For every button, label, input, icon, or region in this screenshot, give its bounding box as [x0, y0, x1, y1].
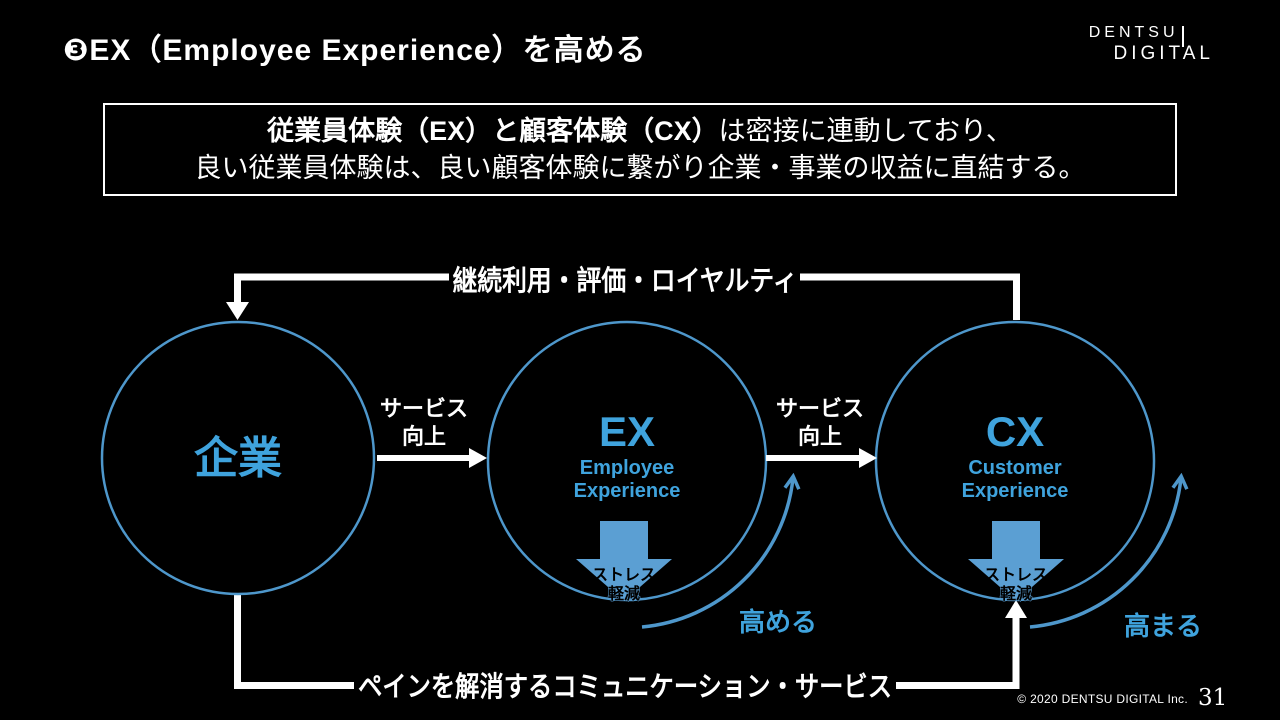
- cx-sub-line2: Experience: [962, 480, 1069, 502]
- ex-stress-line1: ストレス: [592, 567, 656, 584]
- cx-stress-down-arrow-icon: [968, 521, 1064, 601]
- top-loop-line-right: [800, 273, 1020, 320]
- bottom-loop-line-right: [896, 617, 1020, 689]
- key-message-box: 従業員体験（EX）と顧客体験（CX）は密接に連動しており、 良い従業員体験は、良…: [103, 103, 1177, 196]
- ex-raise-curved-arrow: [641, 472, 801, 629]
- ex-stress-down-arrow-icon: [576, 521, 672, 601]
- logo-text-digital: DIGITAL: [1113, 43, 1214, 64]
- cx-outcome-label: 高まる: [1124, 611, 1202, 641]
- ex-label: EX: [599, 408, 655, 455]
- service-label-right-line1: サービス: [776, 396, 864, 421]
- logo-text-dentsu: DENTSU: [1088, 24, 1179, 41]
- bottom-loop-line-left: [234, 594, 354, 689]
- cx-raise-curved-arrow: [1029, 472, 1189, 629]
- bottom-loop-arrowhead-icon: [1005, 600, 1027, 618]
- cx-stress-line2: 軽減: [1000, 584, 1032, 603]
- ex-sub-line2: Experience: [574, 480, 681, 502]
- key-message-line2: 良い従業員体験は、良い顧客体験に繋がり企業・事業の収益に直結する。: [194, 152, 1086, 183]
- key-message-line1-rest: は密接に連動しており、: [718, 115, 1013, 146]
- bottom-loop-label: ペインを解消するコミュニケーション・サービス: [358, 671, 892, 702]
- top-loop-arrowhead-icon: [226, 302, 249, 320]
- ex-outcome-label: 高める: [739, 607, 817, 637]
- footer-page-number: 31: [1198, 685, 1228, 711]
- service-arrow-left-head-icon: [469, 448, 487, 468]
- cx-sub-line1: Customer: [968, 457, 1062, 479]
- logo-bar-icon: [1181, 26, 1184, 47]
- company-label: 企業: [194, 434, 282, 483]
- cx-label: CX: [986, 408, 1044, 455]
- company-circle: [100, 320, 376, 596]
- cx-stress-line1: ストレス: [984, 567, 1048, 584]
- top-loop-label: 継続利用・評価・ロイヤルティ: [453, 264, 798, 296]
- service-arrow-right-head-icon: [859, 448, 877, 468]
- service-label-left-line2: 向上: [402, 424, 446, 449]
- slide-title: ❸EX（Employee Experience）を高める: [63, 34, 647, 67]
- dentsu-digital-logo: DENTSU DIGITAL: [1088, 24, 1214, 64]
- ex-sub-line1: Employee: [580, 457, 674, 479]
- key-message-line1: 従業員体験（EX）と顧客体験（CX）は密接に連動しており、: [267, 113, 1013, 150]
- service-label-left-line1: サービス: [380, 396, 468, 421]
- top-loop-line-left: [234, 273, 449, 305]
- ex-stress-line2: 軽減: [608, 584, 640, 603]
- footer-copyright: © 2020 DENTSU DIGITAL Inc.: [1017, 692, 1188, 706]
- key-message-line1-bold: 従業員体験（EX）と顧客体験（CX）: [267, 115, 719, 146]
- service-label-right-line2: 向上: [798, 424, 842, 449]
